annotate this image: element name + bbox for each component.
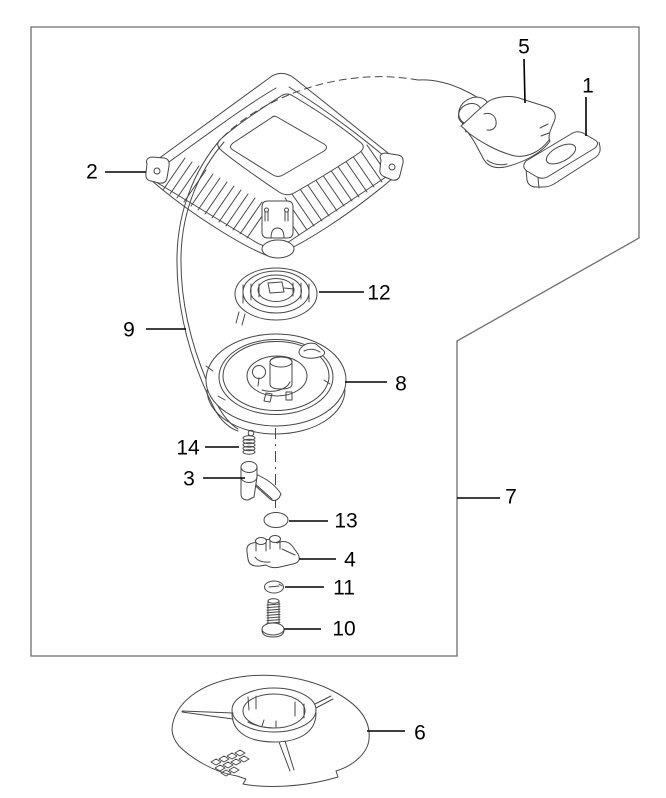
callout-1: 1 xyxy=(582,75,594,136)
callout-6: 6 xyxy=(367,722,426,745)
callout-label-12: 12 xyxy=(367,282,390,305)
callout-label-4: 4 xyxy=(344,549,356,572)
part-bolt xyxy=(261,598,285,638)
callout-label-1: 1 xyxy=(582,75,594,98)
callout-2: 2 xyxy=(86,161,146,184)
callout-3: 3 xyxy=(183,468,245,491)
part-washer-13 xyxy=(263,512,289,528)
part-starter-cup xyxy=(171,674,370,787)
callout-13: 13 xyxy=(289,510,358,533)
callout-label-3: 3 xyxy=(183,468,195,491)
callout-5: 5 xyxy=(518,36,530,104)
callout-12: 12 xyxy=(319,282,391,305)
part-pawl-spring xyxy=(242,429,256,455)
callout-11: 11 xyxy=(285,577,355,600)
part-starter-handle xyxy=(457,96,556,169)
callout-label-13: 13 xyxy=(334,510,357,533)
part-handle-insert xyxy=(523,131,601,189)
callout-10: 10 xyxy=(284,618,356,641)
callout-label-7: 7 xyxy=(505,486,517,509)
part-washer-11 xyxy=(264,580,284,594)
boundary-frame xyxy=(30,26,640,657)
part-starter-rope xyxy=(176,76,493,432)
callout-7: 7 xyxy=(457,486,517,509)
callout-9: 9 xyxy=(123,319,186,342)
callout-4: 4 xyxy=(299,549,356,572)
part-ratchet-guide xyxy=(246,535,300,569)
callout-label-14: 14 xyxy=(176,437,200,460)
part-pawl xyxy=(240,461,282,501)
callout-label-11: 11 xyxy=(333,577,355,600)
callout-label-6: 6 xyxy=(414,722,426,745)
callout-label-2: 2 xyxy=(86,161,98,184)
callout-label-5: 5 xyxy=(518,36,530,59)
callout-label-8: 8 xyxy=(395,373,407,396)
callout-8: 8 xyxy=(345,373,407,396)
part-rope-pulley xyxy=(205,333,347,435)
callout-14: 14 xyxy=(176,437,239,460)
part-recoil-spring xyxy=(234,267,318,326)
callout-label-9: 9 xyxy=(123,319,135,342)
callout-label-10: 10 xyxy=(332,618,355,641)
